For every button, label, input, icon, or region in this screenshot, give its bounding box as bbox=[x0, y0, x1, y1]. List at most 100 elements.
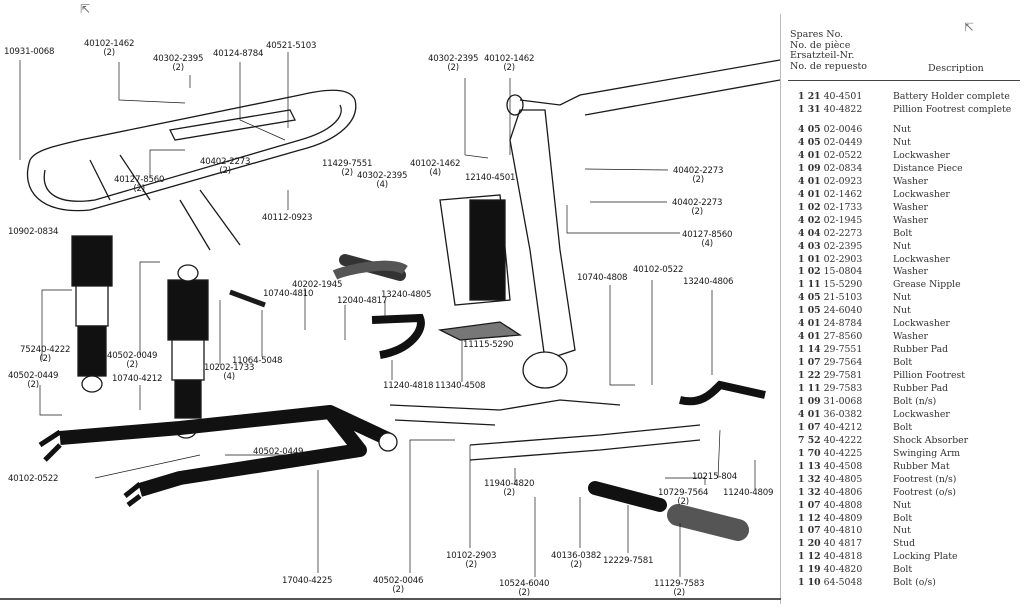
carrier-frame bbox=[26, 89, 357, 212]
part-number: 11129-7583 bbox=[654, 579, 705, 589]
part-description: Nut bbox=[893, 136, 911, 148]
part-description: Washer bbox=[893, 266, 928, 278]
footrest-ns bbox=[371, 313, 425, 359]
spares-number: 4 01 27-8560 bbox=[798, 331, 862, 343]
part-description: Nut bbox=[893, 124, 911, 135]
part-description: Grease Nipple bbox=[893, 279, 961, 291]
spares-prefix: 4 01 bbox=[798, 188, 821, 200]
spares-number: 1 22 29-7581 bbox=[798, 370, 862, 382]
description-header: Description bbox=[928, 63, 984, 74]
spares-number: 4 03 02-2395 bbox=[798, 241, 862, 253]
swinging-arm bbox=[59, 405, 393, 497]
part-number: 40502-0449 bbox=[8, 371, 59, 381]
part-number: 40502-0046 bbox=[373, 576, 424, 586]
spares-suffix: 29-7583 bbox=[823, 383, 863, 394]
part-number: 12140-4501 bbox=[465, 173, 516, 183]
part-number: 40202-1945 bbox=[292, 280, 343, 290]
part-description: Shock Absorber bbox=[893, 434, 969, 446]
part-callout: 40124-8784 bbox=[213, 49, 264, 59]
part-callout: 40502-0046(2) bbox=[373, 576, 424, 595]
part-description: Washer bbox=[893, 201, 928, 213]
spares-number: 1 02 02-1733 bbox=[798, 202, 862, 214]
part-description: Bolt (o/s) bbox=[893, 577, 936, 589]
spares-prefix: 1 70 bbox=[798, 447, 821, 459]
part-callout: 12140-4501 bbox=[465, 173, 516, 183]
part-description: Rubber Pad bbox=[893, 383, 949, 394]
spares-number: 1 07 40-4808 bbox=[798, 500, 862, 512]
spares-number: 1 11 15-5290 bbox=[798, 279, 862, 291]
part-quantity: (2) bbox=[172, 63, 184, 73]
part-number: 40521-5103 bbox=[266, 41, 317, 51]
spares-number: 1 70 40-4225 bbox=[798, 448, 862, 460]
spares-number: 1 32 40-4806 bbox=[798, 487, 862, 499]
parts-row: 1 32 40-4806 Footrest (o/s) bbox=[784, 487, 1024, 499]
part-callout: 17040-4225 bbox=[282, 577, 333, 586]
part-number: 40502-0449 bbox=[253, 447, 304, 457]
part-number: 10102-2903 bbox=[446, 551, 497, 561]
part-description: Lockwasher bbox=[893, 253, 950, 265]
part-callout: 10931-0068 bbox=[4, 48, 55, 57]
spares-number: 1 09 31-0068 bbox=[798, 396, 862, 408]
spares-number: 1 01 02-2903 bbox=[798, 254, 862, 266]
spares-prefix: 1 02 bbox=[798, 201, 821, 213]
part-callout: 11129-7583(2) bbox=[654, 579, 705, 598]
part-number: 40124-8784 bbox=[213, 49, 264, 59]
spares-prefix: 1 07 bbox=[798, 525, 821, 537]
part-callout: 40502-0049(2) bbox=[107, 352, 158, 370]
part-number: 10740-4808 bbox=[577, 273, 628, 283]
part-description: Distance Piece bbox=[893, 162, 963, 174]
part-number: 10740-4810 bbox=[263, 289, 314, 299]
spares-number: 1 19 40-4820 bbox=[798, 564, 862, 576]
spares-suffix: 02-2395 bbox=[823, 240, 863, 252]
part-callout: 10524-6040(2) bbox=[499, 579, 550, 598]
spares-suffix: 40-4805 bbox=[823, 473, 863, 485]
part-number: 10202-1733 bbox=[204, 363, 255, 373]
part-callout: 13240-4805 bbox=[381, 291, 432, 300]
spares-suffix: 02-0449 bbox=[823, 136, 863, 148]
part-description: Rubber Mat bbox=[893, 460, 950, 472]
spares-number: 1 14 29-7551 bbox=[798, 344, 862, 356]
spares-prefix: 1 07 bbox=[798, 357, 821, 369]
part-callout: 11064-5048 bbox=[232, 357, 283, 366]
part-number: 11340-4508 bbox=[435, 381, 486, 391]
shock-absorber-right-top bbox=[167, 279, 209, 341]
parts-list: ⇱ Spares No. No. de pièce Ersatzteil-Nr.… bbox=[784, 0, 1024, 608]
spares-prefix: 1 32 bbox=[798, 486, 821, 498]
spares-suffix: 40-4810 bbox=[823, 525, 863, 537]
part-number: 11940-4820 bbox=[484, 479, 535, 489]
spares-suffix: 40-4806 bbox=[823, 486, 863, 498]
part-number: 10215-804 bbox=[692, 472, 738, 482]
part-callout: 40402-2273(2) bbox=[673, 167, 724, 185]
header-rule bbox=[788, 80, 1020, 81]
part-quantity: (4) bbox=[223, 372, 235, 382]
spares-number: 4 02 02-1945 bbox=[798, 215, 862, 227]
part-number: 10729-7564 bbox=[658, 488, 709, 498]
part-number: 40136-0382 bbox=[551, 551, 602, 561]
part-quantity: (2) bbox=[570, 560, 582, 570]
divider bbox=[780, 14, 781, 604]
part-quantity: (2) bbox=[133, 184, 145, 194]
spares-suffix: 40-4820 bbox=[823, 564, 863, 576]
part-quantity: (2) bbox=[673, 588, 685, 598]
spares-number: 4 01 24-8784 bbox=[798, 318, 862, 330]
part-description: Bolt bbox=[893, 227, 913, 239]
part-number: 10524-6040 bbox=[499, 579, 550, 589]
header-line: Spares No. bbox=[790, 29, 844, 40]
spares-suffix: 40-4212 bbox=[823, 421, 863, 433]
part-callout: 11240-4809 bbox=[723, 489, 774, 498]
part-description: Footrest (o/s) bbox=[893, 486, 957, 498]
part-callout: 10740-4808 bbox=[577, 273, 628, 283]
part-callout: 40127-8560(2) bbox=[114, 176, 165, 194]
spares-prefix: 1 09 bbox=[798, 162, 821, 174]
spares-suffix: 29-7551 bbox=[823, 344, 863, 356]
parts-row: 1 02 02-1733 Washer bbox=[784, 202, 1024, 214]
